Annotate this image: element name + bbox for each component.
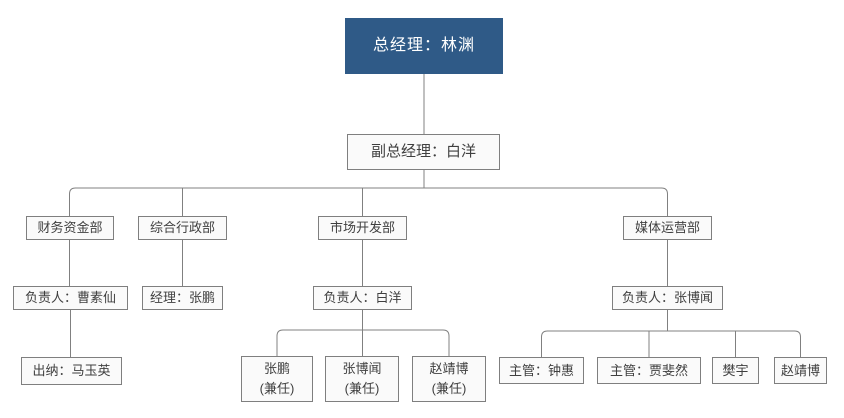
org-node-dept-finance[interactable]: 财务资金部 [26, 216, 114, 240]
org-node-media-member-zhaojingbo[interactable]: 赵靖博 [774, 357, 827, 384]
org-node-finance-cashier[interactable]: 出纳：马玉英 [21, 357, 122, 385]
org-node-admin-manager[interactable]: 经理：张鹏 [142, 286, 223, 310]
org-node-market-member-zhaojingbo[interactable]: 赵靖博 (兼任) [412, 356, 486, 402]
org-node-market-lead[interactable]: 负责人：白洋 [313, 286, 412, 310]
org-node-dept-market[interactable]: 市场开发部 [318, 216, 407, 240]
org-node-dept-media[interactable]: 媒体运营部 [623, 216, 712, 240]
org-node-dept-admin[interactable]: 综合行政部 [138, 216, 227, 240]
org-node-market-member-zhangpeng[interactable]: 张鹏 (兼任) [241, 356, 313, 402]
org-node-general-manager[interactable]: 总经理：林渊 [345, 18, 503, 74]
org-node-media-lead[interactable]: 负责人：张博闻 [612, 286, 723, 310]
org-node-market-member-zhangbowen[interactable]: 张博闻 (兼任) [325, 356, 399, 402]
org-node-media-supervisor-jiafeiran[interactable]: 主管：贾斐然 [597, 357, 701, 384]
org-node-media-member-fanyu[interactable]: 樊宇 [712, 357, 759, 384]
org-node-media-supervisor-zhonghui[interactable]: 主管：钟惠 [499, 357, 584, 384]
org-node-deputy-general-manager[interactable]: 副总经理：白洋 [347, 134, 500, 170]
org-node-finance-lead[interactable]: 负责人：曹素仙 [13, 286, 128, 310]
